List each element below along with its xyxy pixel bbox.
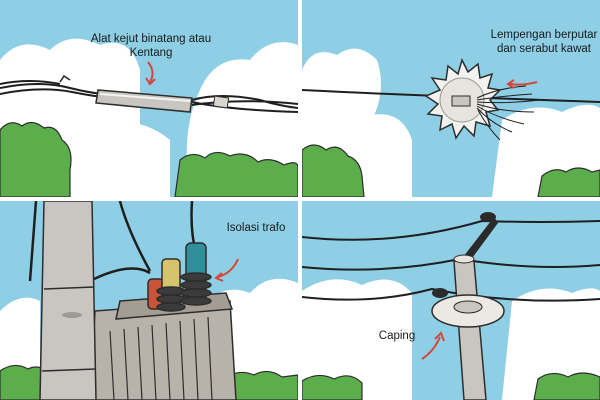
arrow-3 (217, 258, 239, 278)
clouds (302, 279, 600, 400)
pole-cap (431, 294, 505, 328)
arrow-2 (509, 81, 538, 86)
trees (0, 364, 298, 400)
caption-animal-shock-device: Alat kejut binatang atau Kentang (90, 33, 212, 59)
arrow-1 (147, 61, 154, 83)
arrow-4-head (434, 331, 445, 342)
panel-spinning-plate: Lempengan berputar dan serabut kawat (302, 0, 600, 197)
pole (453, 260, 487, 400)
arrow-2-head (506, 79, 515, 89)
panel-pole-cap: Caping (302, 201, 600, 400)
side-insulator (432, 288, 448, 298)
caption-spinning-plate: Lempengan berputar dan serabut kawat (490, 29, 598, 55)
panel-4-illustration (302, 212, 600, 400)
panel-3-illustration (0, 201, 298, 400)
shock-device (95, 89, 230, 113)
caption-pole-cap: Caping (378, 330, 416, 342)
insulators (147, 242, 212, 312)
panel-1-illustration (0, 38, 298, 197)
panel-transformer-insulation: Isolasi trafo (0, 201, 298, 400)
wire-hook (59, 74, 71, 83)
pole (39, 201, 97, 400)
wire-tuft (476, 85, 541, 141)
arrow-4 (421, 336, 441, 360)
arrow-1-head (145, 77, 156, 86)
caption-transformer-insulation: Isolasi trafo (226, 222, 286, 234)
arrow-3-head (214, 272, 224, 282)
trees (0, 121, 298, 197)
panel-animal-shock-device: Alat kejut binatang atau Kentang (0, 0, 298, 197)
trees (302, 372, 600, 400)
top-insulator (480, 212, 496, 222)
spinning-plate (424, 57, 502, 140)
panel-2-illustration (302, 48, 600, 197)
trees (302, 144, 600, 197)
